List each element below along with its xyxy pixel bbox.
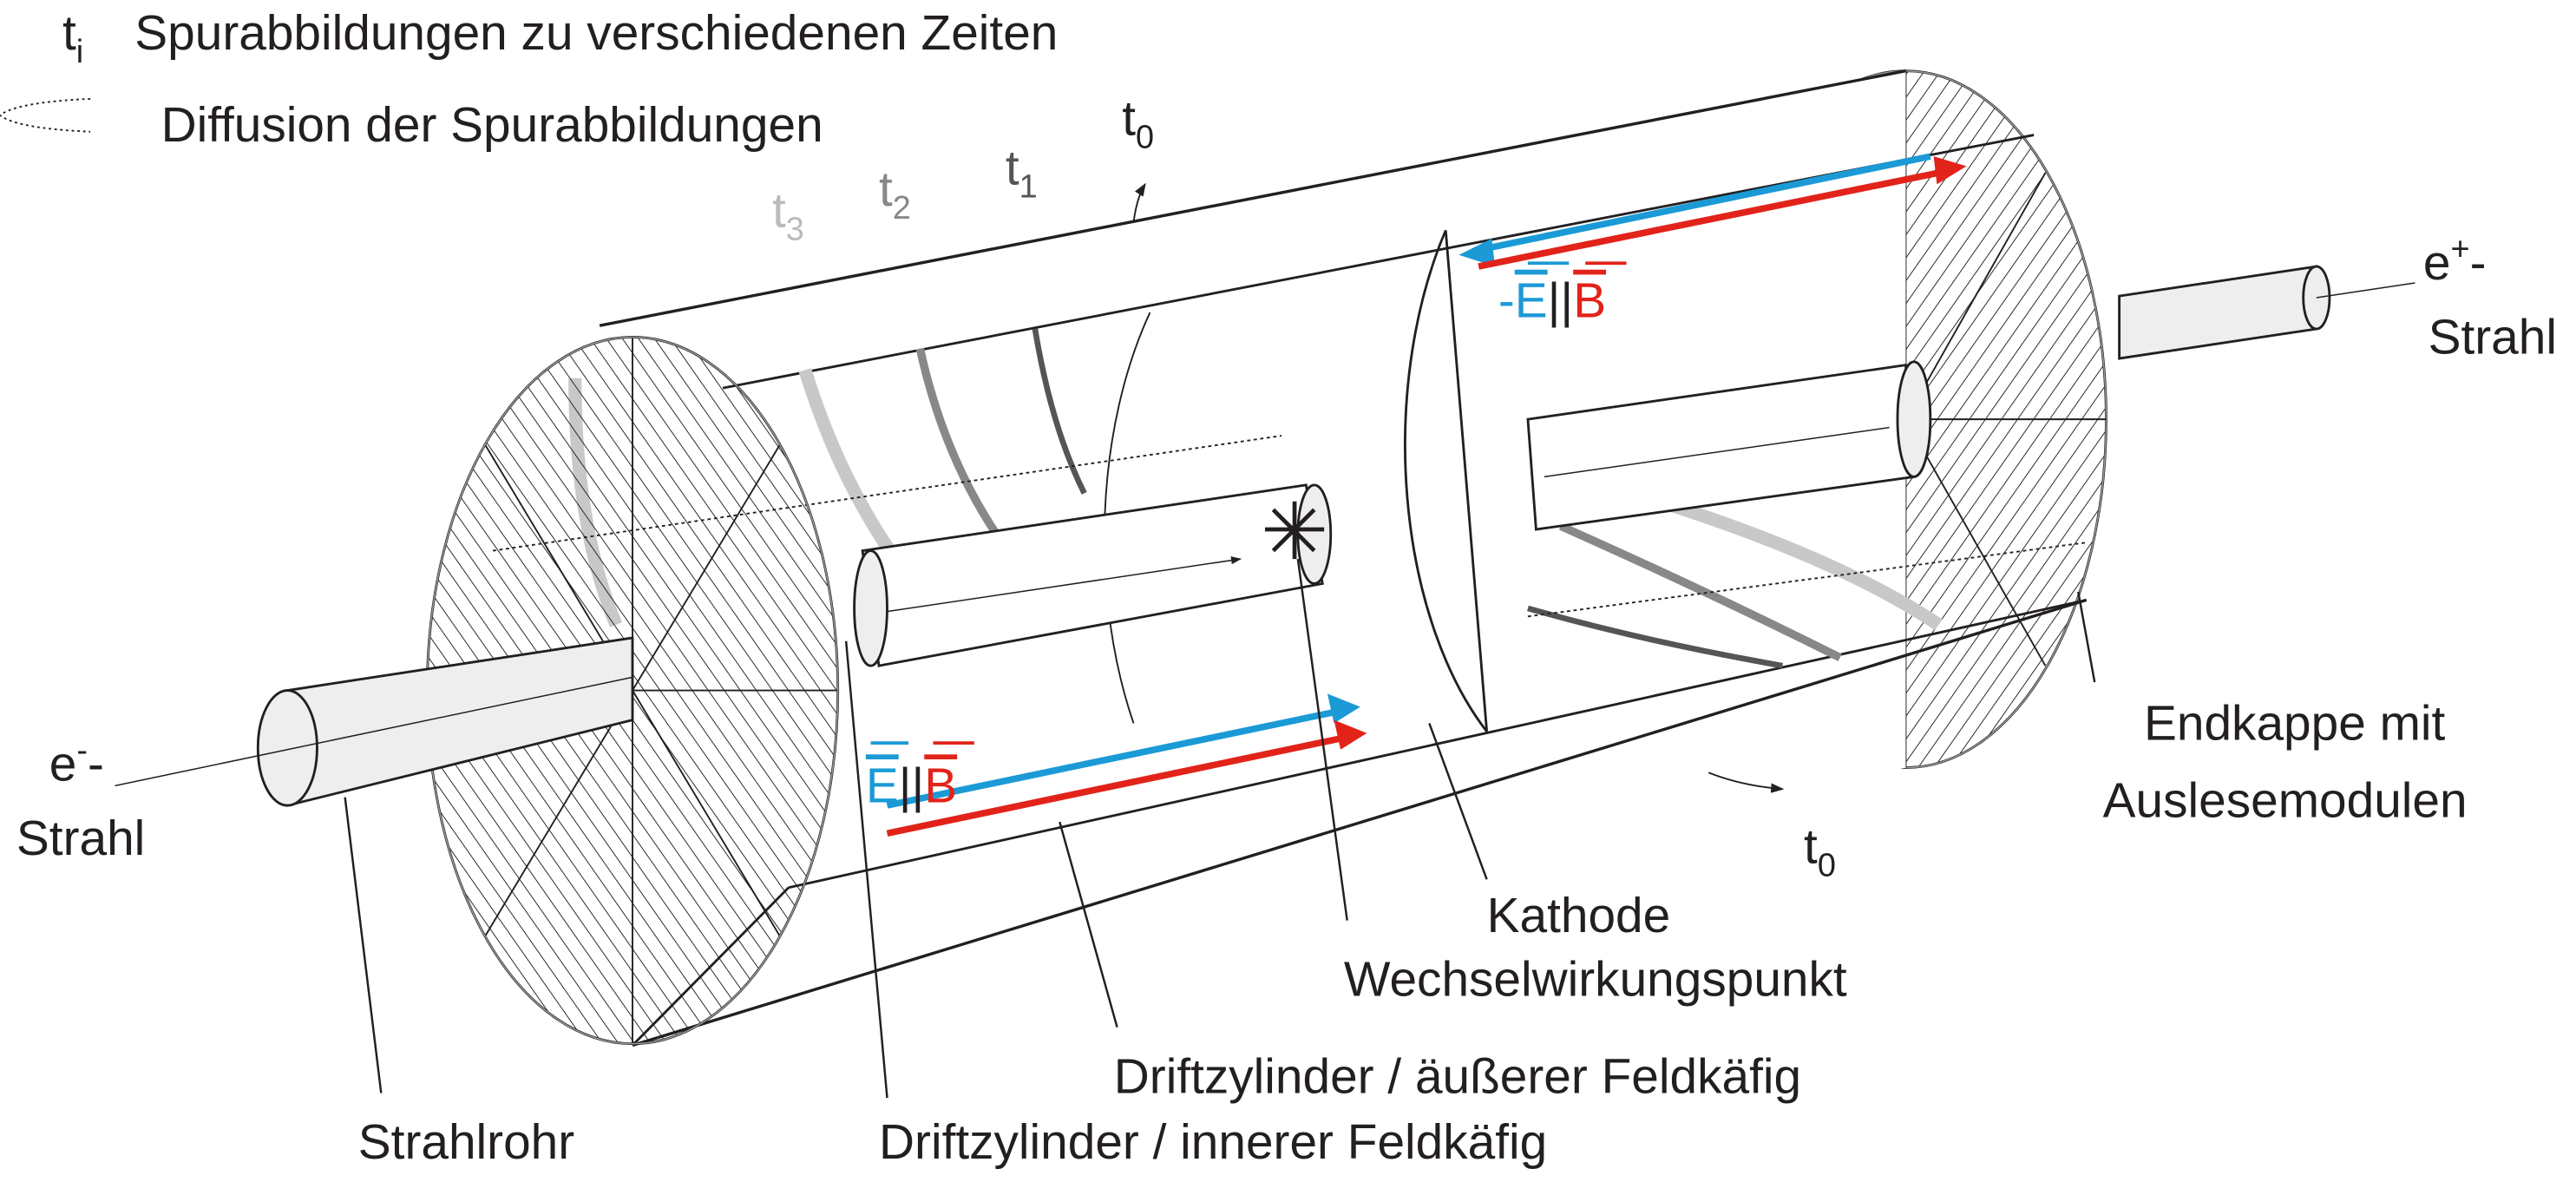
legend-track-text: Spurabbildungen zu verschiedenen Zeiten	[134, 6, 1058, 61]
outer-cage-label: Driftzylinder / äußerer Feldkäfig	[1114, 1049, 1801, 1104]
kathode-label: Kathode	[1487, 889, 1671, 943]
interaction-point-label: Wechselwirkungspunkt	[1344, 953, 1847, 1008]
left-beampipe	[115, 636, 634, 807]
field-arrows-upper	[1458, 153, 1967, 270]
t0-arrow-lower	[1708, 772, 1785, 793]
inner-drift-cylinder	[853, 360, 1932, 667]
beampipe-label: Strahlrohr	[358, 1115, 574, 1170]
legend-track-symbol: t	[62, 6, 76, 61]
e-minus-label: e--	[49, 732, 104, 792]
endcap-label-1: Endkappe mit	[2144, 696, 2446, 751]
diffusion-legend-icon	[0, 97, 91, 133]
legend: ti Spurabbildungen zu verschiedenen Zeit…	[0, 6, 1058, 153]
legend-track-sub: i	[76, 34, 83, 70]
e-plus-label: e+-	[2423, 231, 2487, 291]
field-label-lower: E||B	[866, 758, 957, 813]
time-label-t2: t2	[879, 162, 911, 227]
time-label-t0-lower: t0	[1804, 819, 1836, 883]
time-label-t1: t1	[1006, 141, 1038, 205]
legend-diffusion-text: Diffusion der Spurabbildungen	[161, 98, 823, 153]
t0-arrow-upper	[1132, 182, 1146, 223]
strahl-right-label: Strahl	[2429, 310, 2557, 364]
right-beampipe	[2118, 265, 2415, 360]
time-label-t0: t0	[1122, 92, 1154, 156]
interaction-point-star	[1264, 501, 1325, 560]
time-label-t3: t3	[772, 184, 804, 248]
leader-lines	[344, 558, 2096, 1099]
svg-text:ti: ti	[62, 6, 83, 70]
inner-cage-label: Driftzylinder / innerer Feldkäfig	[879, 1115, 1547, 1170]
field-arrows-lower	[886, 693, 1367, 837]
cathode	[1103, 229, 1489, 732]
endcap-label-2: Auslesemodulen	[2103, 773, 2468, 828]
strahl-left-label: Strahl	[16, 811, 145, 866]
field-label-upper: -E||B	[1498, 274, 1606, 329]
